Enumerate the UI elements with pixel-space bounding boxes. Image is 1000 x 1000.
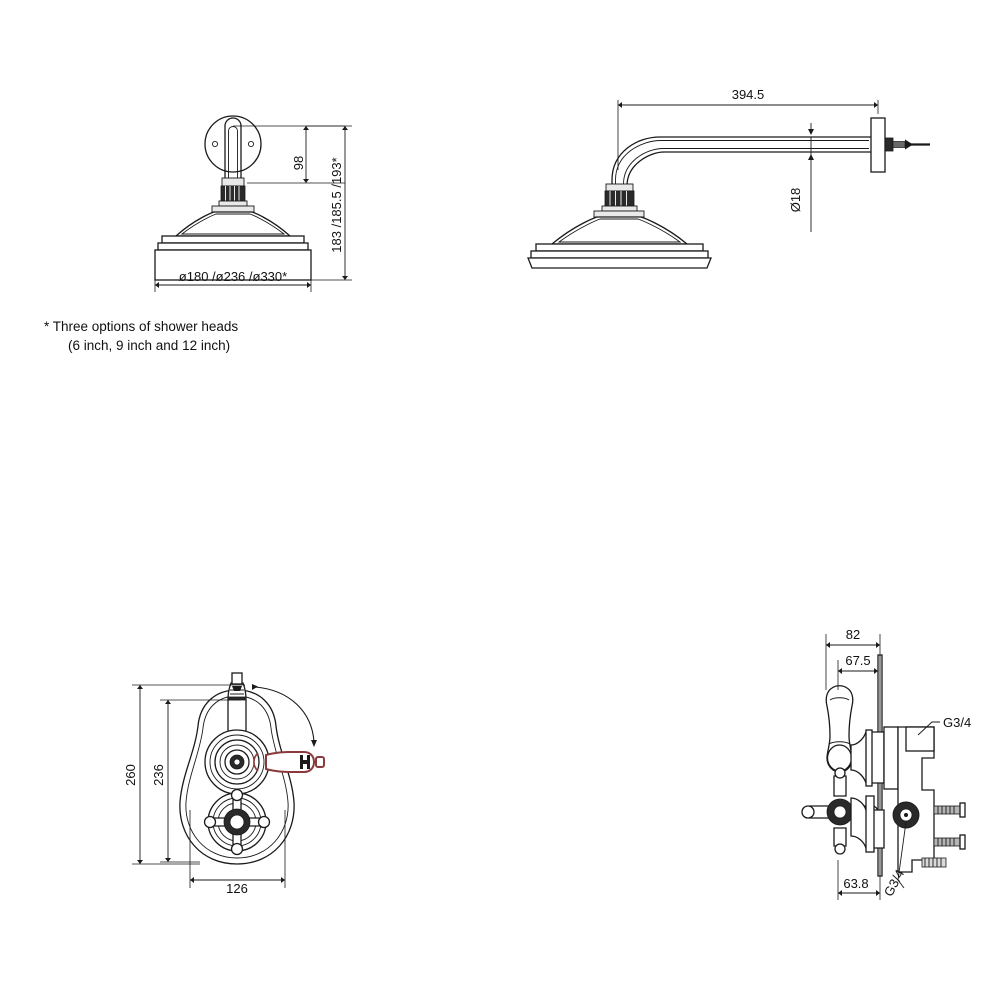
rotation-arc-arrow — [252, 684, 317, 747]
dim-handle-projection-label: 67.5 — [845, 653, 870, 668]
dim-overall-height-label: 183 /185.5 /193* — [329, 157, 344, 252]
valve-side-lever-handle — [825, 685, 854, 773]
view-shower-arm: 394.5 Ø18 — [527, 87, 930, 269]
riser-arm — [224, 117, 242, 180]
footnote-line-2: (6 inch, 9 inch and 12 inch) — [68, 338, 230, 353]
dimension-inner-height: 236 — [151, 699, 240, 863]
arm-wall-plate — [870, 117, 894, 173]
swivel-joint — [218, 177, 248, 207]
shower-head-on-arm — [527, 210, 712, 269]
dim-pipe-diameter-label: Ø18 — [788, 188, 803, 213]
dim-head-diameter-label: ø180 /ø236 /ø330* — [179, 269, 287, 284]
valve-outlet-upper — [933, 802, 966, 818]
wall-flange — [204, 115, 262, 173]
dimension-overall-height: 183 /185.5 /193* — [306, 125, 352, 281]
dim-lower-depth-label: 63.8 — [843, 876, 868, 891]
dimension-head-diameter: ø180 /ø236 /ø330* — [154, 255, 312, 292]
dimension-handle-projection: 67.5 — [837, 653, 879, 690]
dim-inner-height-label: 236 — [151, 764, 166, 786]
valve-side-lower-body — [850, 795, 885, 853]
valve-cartridge-block — [892, 726, 947, 873]
valve-side-cross-handle — [801, 767, 879, 855]
view-valve-side: G3/4 G3/4 82 67.5 — [801, 627, 971, 900]
valve-upper-control — [204, 729, 270, 795]
dimension-lower-depth: 63.8 — [837, 860, 881, 900]
dimension-overall-depth: 82 — [825, 627, 881, 690]
arm-swivel-joint — [601, 183, 638, 212]
dimension-arm-length: 394.5 — [617, 87, 879, 170]
arm-inlet-thread — [892, 139, 930, 150]
view-valve-front: 260 236 126 — [123, 672, 325, 896]
footnote-line-1: * Three options of shower heads — [44, 319, 238, 334]
dimension-plate-width: 126 — [189, 810, 286, 896]
dim-plate-width-label: 126 — [226, 881, 248, 896]
label-thread-upper: G3/4 — [917, 715, 971, 736]
dimension-pipe-diameter: Ø18 — [788, 123, 814, 232]
view-shower-head-wall-mount: 98 183 /185.5 /193* ø180 /ø236 /ø330* — [154, 115, 352, 292]
valve-lever-rotated-indicator[interactable] — [253, 751, 325, 773]
dim-riser-height-label: 98 — [291, 156, 306, 170]
valve-cross-handle — [203, 788, 271, 856]
dim-overall-depth-label: 82 — [846, 627, 860, 642]
shower-arm-pipe — [611, 136, 871, 187]
dim-arm-length-label: 394.5 — [732, 87, 765, 102]
label-thread-upper-text: G3/4 — [943, 715, 971, 730]
footnote-block: * Three options of shower heads (6 inch,… — [44, 319, 238, 353]
valve-outlet-lower — [933, 834, 966, 850]
dimension-plate-height: 260 — [123, 684, 245, 865]
valve-side-upper-body — [850, 726, 899, 790]
shower-head — [154, 205, 312, 281]
dim-plate-height-label: 260 — [123, 764, 138, 786]
